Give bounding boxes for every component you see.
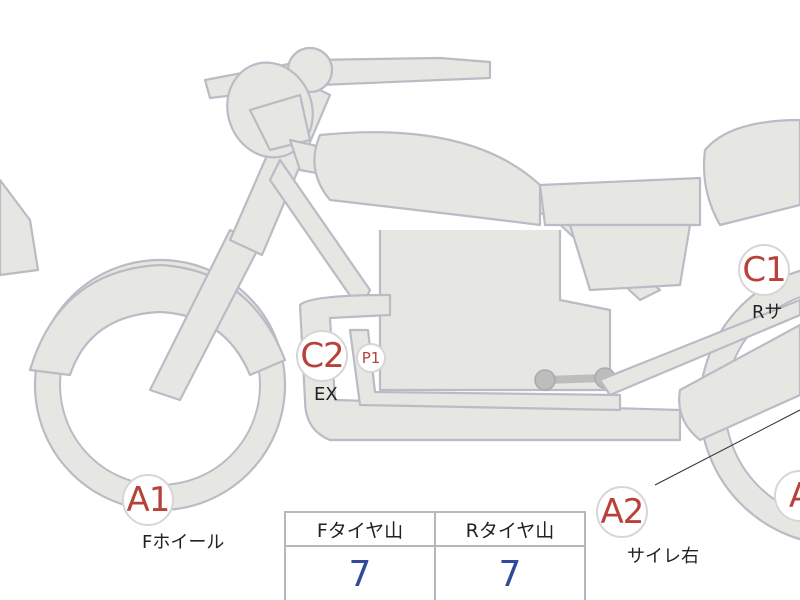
marker-c1[interactable]: C1 xyxy=(738,244,790,296)
muffler xyxy=(678,323,800,442)
header-rear-tread: Rタイヤ山 xyxy=(434,511,586,547)
header-front-tread: Fタイヤ山 xyxy=(284,511,436,547)
fuel-tank xyxy=(313,131,542,227)
label-rear-suspension: Rサ xyxy=(752,302,783,323)
left-fragment xyxy=(0,178,40,277)
value-front-tread: 7 xyxy=(284,545,436,600)
table-value-row: 7 7 xyxy=(284,545,586,600)
side-cover xyxy=(568,223,692,292)
rear-cowl xyxy=(702,118,800,227)
marker-code: A2 xyxy=(600,492,645,532)
marker-a1[interactable]: A1 xyxy=(122,474,174,526)
marker-code: A1 xyxy=(126,480,171,520)
leader-line xyxy=(654,409,800,486)
footpeg xyxy=(534,369,556,391)
marker-p1[interactable]: P1 xyxy=(356,343,386,373)
swingarm xyxy=(598,298,800,397)
marker-c2[interactable]: C2 xyxy=(296,330,348,382)
marker-code: C2 xyxy=(300,336,344,376)
engine-cradle xyxy=(378,230,612,392)
value-rear-tread: 7 xyxy=(434,545,586,600)
exhaust-pipe-2 xyxy=(348,328,622,412)
label-front-wheel: Fホイール xyxy=(142,532,225,553)
label-muffler-right: サイレ右 xyxy=(627,546,699,567)
table-header-row: Fタイヤ山 Rタイヤ山 xyxy=(284,511,586,547)
label-ex: EX xyxy=(314,384,338,405)
marker-sub-code: P1 xyxy=(361,349,381,367)
marker-code: C1 xyxy=(742,250,786,290)
marker-code: A xyxy=(789,476,800,516)
marker-a2[interactable]: A2 xyxy=(596,486,648,538)
tire-tread-table: Fタイヤ山 Rタイヤ山 7 7 xyxy=(284,511,586,600)
headlight-mount xyxy=(248,93,312,152)
seat xyxy=(538,176,702,227)
